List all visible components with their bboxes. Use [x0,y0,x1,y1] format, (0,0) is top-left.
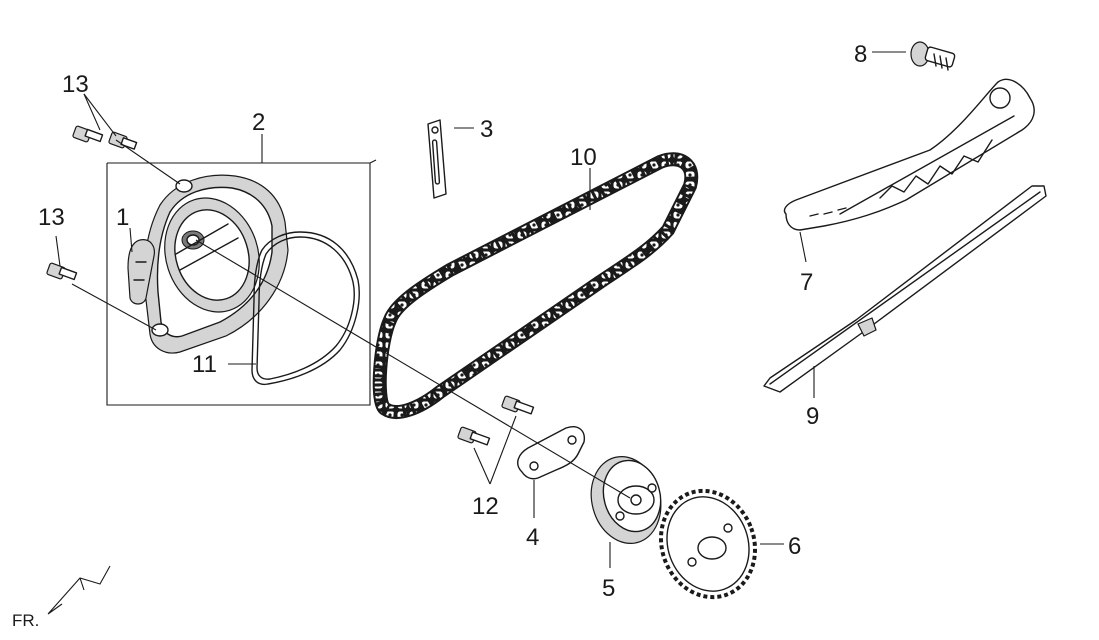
leader-lines [55,51,906,568]
callout-1: 1 [116,204,129,231]
callout-13-top: 13 [62,71,89,98]
callout-8: 8 [854,41,867,68]
callout-2: 2 [252,109,265,136]
plate-part [427,119,447,199]
callout-5: 5 [602,575,615,602]
sprocket-part [658,488,758,600]
front-direction-label: FR. [12,611,39,630]
callout-6: 6 [788,533,801,560]
callout-4: 4 [526,524,539,551]
callout-13-left: 13 [38,204,65,231]
callout-7: 7 [800,269,813,296]
bracket-part [517,426,585,480]
callout-9: 9 [806,403,819,430]
callout-3: 3 [480,116,493,143]
pivot-bolt-part [910,41,956,71]
pump-cover-part [127,174,289,354]
bolt-part [46,125,138,281]
chain-part [372,152,699,419]
tensioner-arm-part [783,78,1035,231]
orientation-marker: FR. [12,565,111,630]
pump-body-part [590,455,662,545]
assembly-box [106,159,377,406]
bolt-part [457,395,535,446]
guide-rail-part [763,185,1047,393]
callout-10: 10 [570,144,597,171]
callout-11: 11 [192,351,217,378]
gasket-part [251,231,360,386]
callout-12: 12 [472,493,499,520]
